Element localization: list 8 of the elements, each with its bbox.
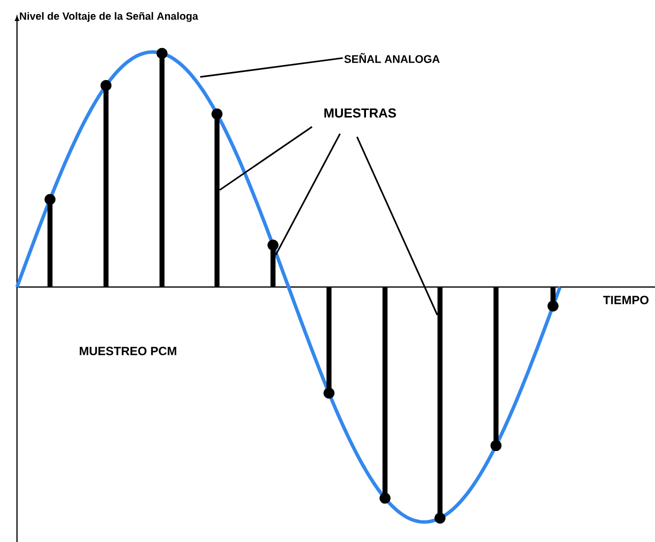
axis-title: Nivel de Voltaje de la Señal Analoga	[20, 12, 198, 22]
caption-text: MUESTREO PCM	[80, 346, 176, 356]
signal-curve	[15, 50, 562, 524]
leader-line	[200, 57, 343, 78]
leader-line	[219, 126, 312, 191]
leader-line	[356, 136, 438, 316]
axis-label: TIEMPO	[603, 296, 648, 304]
leader-line	[275, 133, 341, 256]
